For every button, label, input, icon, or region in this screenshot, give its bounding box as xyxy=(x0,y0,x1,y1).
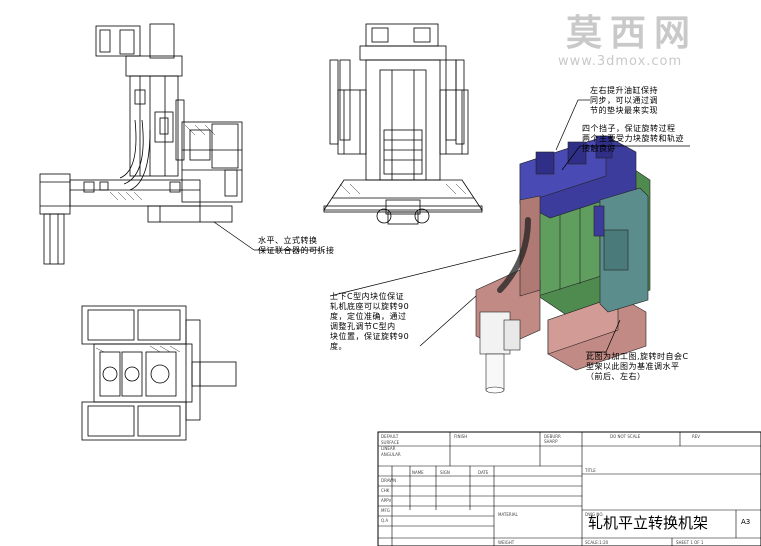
annotation-horizontal-vertical: 水平、立式转换 保证联合器的可拆接 xyxy=(258,236,335,255)
annotation-four-stops: 四个挡子，保证旋转过程 两个主要受力块旋转和轨迹 接触良好 xyxy=(582,124,684,153)
top-view-drawing xyxy=(81,305,237,441)
annotation-cylinder-sync: 左右提升油缸保持 同步，可以通过调 节的垫块最来实现 xyxy=(590,86,658,115)
svg-text:DRAWN: DRAWN xyxy=(381,478,396,483)
svg-text:WEIGHT: WEIGHT xyxy=(498,540,515,545)
title-block xyxy=(377,431,761,546)
annotation-c-block: 上下C型内块位保证 轧机底座可以旋转90 度，定位准确，通过 调整孔调节C型内 … xyxy=(330,292,410,351)
front-view-drawing xyxy=(323,23,483,225)
svg-text:ANGULAR: ANGULAR xyxy=(381,452,401,457)
svg-text:APPV: APPV xyxy=(381,498,392,503)
svg-text:SHEET 1 OF 1: SHEET 1 OF 1 xyxy=(676,540,704,545)
svg-text:CHK: CHK xyxy=(381,488,390,493)
annotation-machining-reference: 此图为加工图,旋转时自会C 型架以此图为基准调水平 （前后、左右） xyxy=(586,352,689,381)
drawing-title: 轧机平立转换机架 xyxy=(588,514,709,532)
svg-text:REV: REV xyxy=(692,434,700,439)
isometric-colored-view xyxy=(475,135,651,394)
svg-text:TITLE: TITLE xyxy=(584,468,596,473)
svg-text:SCALE:1:20: SCALE:1:20 xyxy=(585,540,609,545)
svg-text:SIGN: SIGN xyxy=(440,470,450,475)
watermark-brand: 莫西网 xyxy=(566,13,699,54)
leader-lines xyxy=(213,99,690,353)
svg-text:DWG NO.: DWG NO. xyxy=(585,512,604,517)
svg-text:DO NOT SCALE: DO NOT SCALE xyxy=(610,434,641,439)
svg-text:SURFACE: SURFACE xyxy=(381,440,400,445)
sheet-size: A3 xyxy=(741,518,751,526)
watermark-url: www.3dmox.com xyxy=(558,54,683,69)
svg-text:SHARP: SHARP xyxy=(544,439,558,444)
svg-text:FINISH: FINISH xyxy=(454,434,467,439)
svg-text:Q.A: Q.A xyxy=(381,518,388,523)
svg-text:DEBURR: DEBURR xyxy=(544,434,561,439)
side-view-drawing xyxy=(39,23,243,265)
title-block-fine-print: DEFAULT SURFACE LINEAR ANGULAR FINISH DE… xyxy=(381,434,704,545)
svg-text:DEFAULT: DEFAULT xyxy=(381,434,399,439)
svg-text:NAME: NAME xyxy=(412,470,424,475)
svg-text:DATE: DATE xyxy=(478,470,489,475)
svg-text:MFG: MFG xyxy=(381,508,390,513)
svg-text:MATERIAL: MATERIAL xyxy=(498,512,519,517)
svg-text:LINEAR: LINEAR xyxy=(381,446,396,451)
